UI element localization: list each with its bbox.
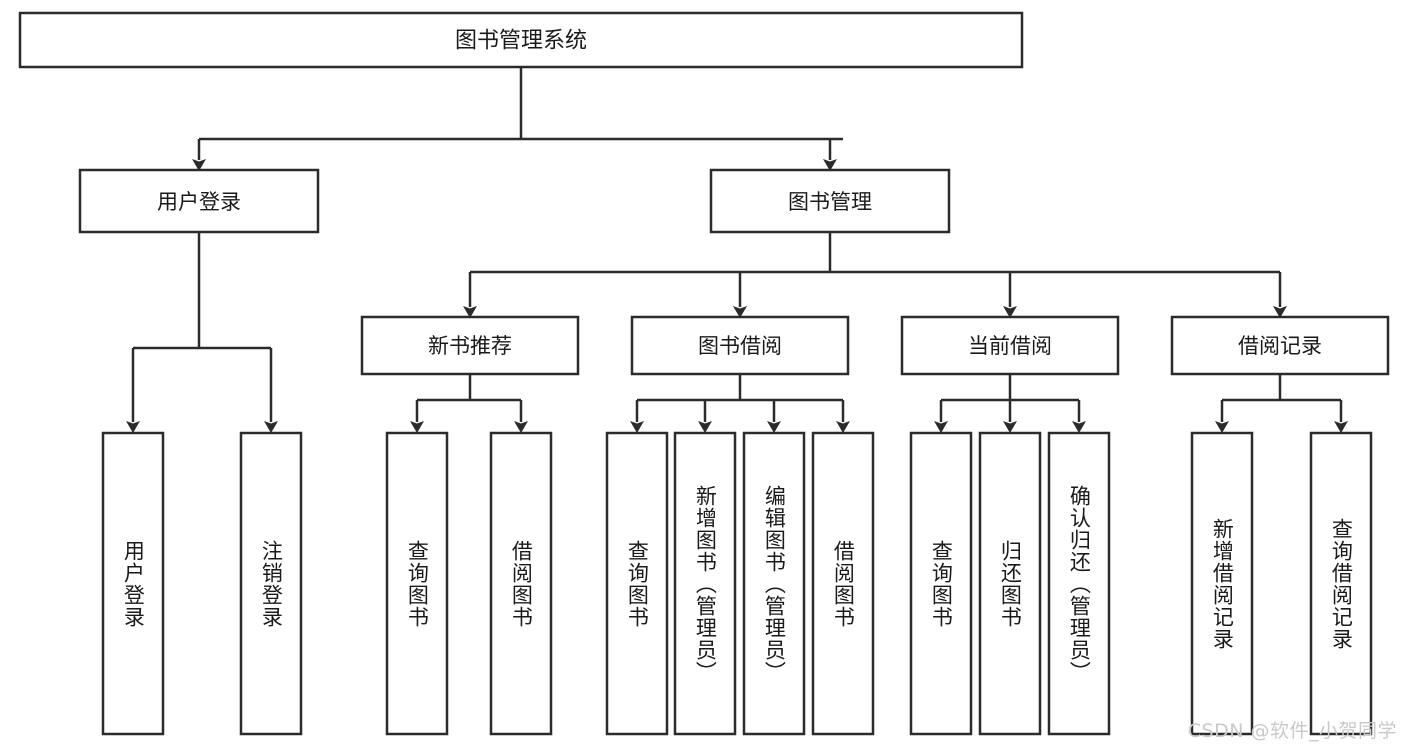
node-user-login[interactable]: 用户登录: [78, 168, 320, 234]
node-root-label: 图书管理系统: [455, 29, 587, 54]
node-book-borrow-label: 图书借阅: [698, 334, 782, 358]
node-book-manage-label: 图书管理: [788, 190, 872, 214]
node-new-book-box[interactable]: [360, 315, 580, 376]
connector-group-current-borrow: [934, 374, 1086, 433]
leaf-box-book-borrow-1[interactable]: [673, 431, 737, 736]
node-user-login-label: 用户登录: [157, 190, 241, 214]
node-borrow-records[interactable]: 借阅记录: [1170, 315, 1390, 376]
connector-group-book-borrow: [630, 374, 850, 433]
node-new-book-label: 新书推荐: [428, 334, 512, 358]
connector-group-book-manage: [463, 232, 1287, 318]
leaf-box-user-login-0[interactable]: [101, 431, 165, 736]
connector-group-borrow-records: [1215, 374, 1348, 433]
connector-group-root: [192, 67, 843, 171]
node-borrow-records-box[interactable]: [1170, 315, 1390, 376]
leaf-box-book-borrow-2[interactable]: [742, 431, 806, 736]
node-root-box[interactable]: [18, 11, 1024, 69]
connector-group-user-login: [126, 232, 278, 433]
watermark-text: CSDN @软件_小贺同学: [1187, 720, 1397, 742]
node-current-borrow[interactable]: 当前借阅: [900, 315, 1120, 376]
node-book-manage[interactable]: 图书管理: [709, 168, 951, 234]
node-borrow-records-label: 借阅记录: [1238, 334, 1322, 358]
node-root[interactable]: 图书管理系统: [18, 11, 1024, 69]
leaf-box-borrow-records-1[interactable]: [1309, 431, 1373, 736]
node-book-borrow-box[interactable]: [630, 315, 850, 376]
node-current-borrow-box[interactable]: [900, 315, 1120, 376]
node-new-book[interactable]: 新书推荐: [360, 315, 580, 376]
node-book-manage-box[interactable]: [709, 168, 951, 234]
node-current-borrow-label: 当前借阅: [968, 334, 1052, 358]
leaf-box-book-borrow-3[interactable]: [811, 431, 875, 736]
node-book-borrow[interactable]: 图书借阅: [630, 315, 850, 376]
leaf-box-current-borrow-1[interactable]: [978, 431, 1042, 736]
leaf-box-user-login-1[interactable]: [239, 431, 303, 736]
leaf-box-new-book-1[interactable]: [489, 431, 553, 736]
leaf-box-current-borrow-2[interactable]: [1047, 431, 1111, 736]
leaf-box-borrow-records-0[interactable]: [1190, 431, 1254, 736]
leaf-box-new-book-0[interactable]: [385, 431, 449, 736]
connector-group-new-book: [410, 374, 528, 433]
node-user-login-box[interactable]: [78, 168, 320, 234]
leaf-box-current-borrow-0[interactable]: [909, 431, 973, 736]
leaf-box-book-borrow-0[interactable]: [605, 431, 669, 736]
